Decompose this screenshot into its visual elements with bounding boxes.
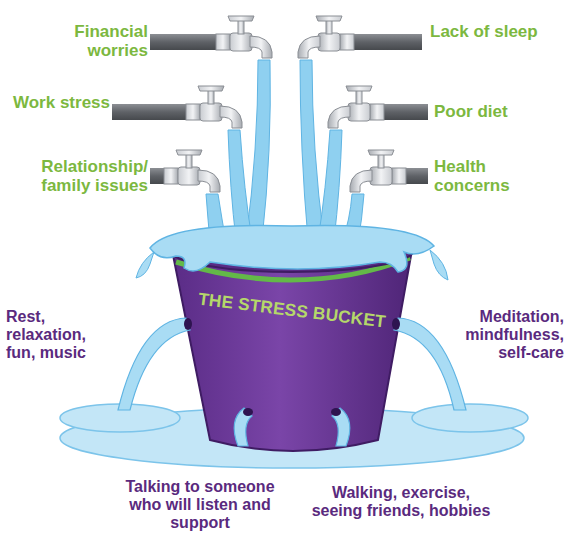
coping-label: Meditation, mindfulness, self-care [430, 308, 564, 362]
stressor-label: Work stress [10, 93, 110, 112]
stressor-label: Lack of sleep [430, 22, 540, 41]
coping-label: Walking, exercise, seeing friends, hobbi… [306, 484, 496, 520]
coping-label: Rest, relaxation, fun, music [6, 308, 106, 362]
coping-label: Talking to someone who will listen and s… [112, 478, 288, 532]
stressor-label: Health concerns [434, 157, 559, 195]
stressor-label: Financial worries [40, 22, 148, 60]
stressor-label: Relationship/ family issues [6, 157, 148, 195]
stressor-label: Poor diet [434, 102, 554, 121]
